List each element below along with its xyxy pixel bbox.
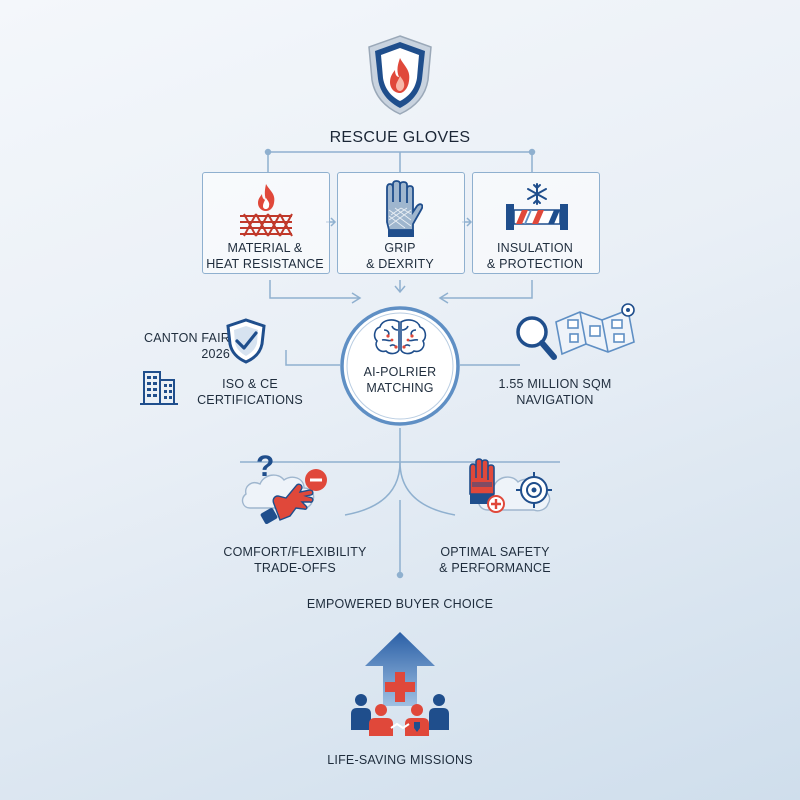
safety-glove-target-icon (469, 458, 552, 513)
feature-label-material: MATERIAL & HEAT RESISTANCE (202, 240, 328, 272)
tradeoffs-line1: COMFORT/FLEXIBILITY (223, 545, 367, 559)
feature-insulation-line2: & PROTECTION (486, 257, 584, 271)
check-shield-icon (226, 318, 266, 364)
feature-material-line1: MATERIAL & (227, 241, 303, 255)
fair-line2: 2026 (201, 347, 230, 361)
optimal-safety-line1: OPTIMAL SAFETY (440, 545, 550, 559)
center-label: AI-POLRIER MATCHING (350, 364, 450, 396)
brain-icon (373, 319, 427, 355)
rescue-team-icon (351, 632, 449, 736)
fair-label: CANTON FAIR 2026 (140, 330, 230, 362)
cert-line1: ISO & CE (222, 377, 278, 391)
feature-insulation-line1: INSULATION (496, 241, 574, 255)
fire-shield-icon (368, 35, 432, 115)
heat-fabric-icon (240, 184, 293, 237)
glove-icon (386, 180, 423, 237)
tradeoff-hand-icon: ? (241, 450, 327, 524)
feature-label-insulation: INSULATION & PROTECTION (472, 240, 598, 272)
feature-grip-line2: & DEXRITY (366, 257, 434, 271)
buyer-choice-label: EMPOWERED BUYER CHOICE (306, 597, 494, 611)
feature-grip-line1: GRIP (384, 241, 416, 255)
ai-matching-circle (340, 306, 460, 426)
page-title: RESCUE GLOVES (329, 129, 471, 146)
snowflake-barrier-icon (506, 183, 568, 230)
tradeoffs-line2: TRADE-OFFS (254, 561, 336, 575)
fair-line1: CANTON FAIR (143, 331, 230, 345)
building-icon (140, 371, 178, 405)
optimal-safety-line2: & PERFORMANCE (439, 561, 551, 575)
navigation-label: 1.55 MILLION SQM NAVIGATION (495, 376, 615, 408)
feature-label-grip: GRIP & DEXRITY (337, 240, 463, 272)
feature-material-line2: HEAT RESISTANCE (206, 257, 324, 271)
cert-label: ISO & CE CERTIFICATIONS (195, 376, 305, 408)
optimal-safety-label: OPTIMAL SAFETY & PERFORMANCE (420, 544, 570, 576)
map-search-icon (516, 303, 635, 360)
mission-label: LIFE-SAVING MISSIONS (327, 753, 473, 767)
center-line2: MATCHING (366, 381, 434, 395)
navigation-line2: NAVIGATION (516, 393, 594, 407)
navigation-line1: 1.55 MILLION SQM (498, 377, 612, 391)
center-line1: AI-POLRIER (363, 365, 437, 379)
cert-line2: CERTIFICATIONS (197, 393, 303, 407)
tradeoffs-label: COMFORT/FLEXIBILITY TRADE-OFFS (220, 544, 370, 576)
svg-text:?: ? (256, 450, 274, 483)
